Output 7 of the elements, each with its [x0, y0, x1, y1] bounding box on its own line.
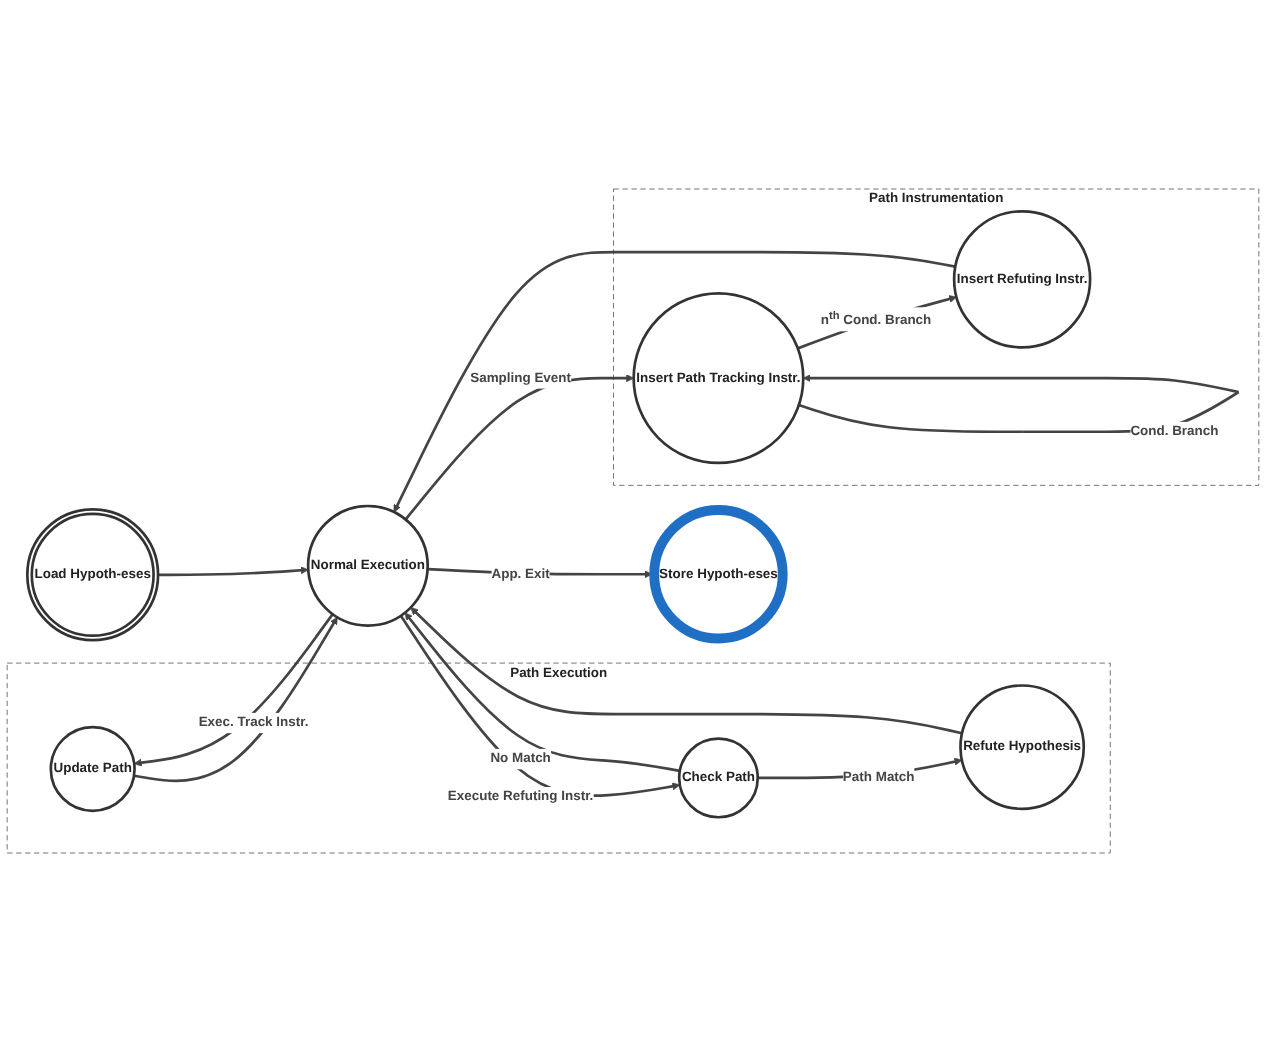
arrow: [399, 614, 681, 798]
arrow: [410, 607, 963, 735]
arrow: [404, 612, 681, 773]
arrow: [393, 250, 956, 513]
arrow: [404, 374, 634, 521]
arrow: [158, 566, 309, 577]
arrow: [797, 295, 957, 350]
